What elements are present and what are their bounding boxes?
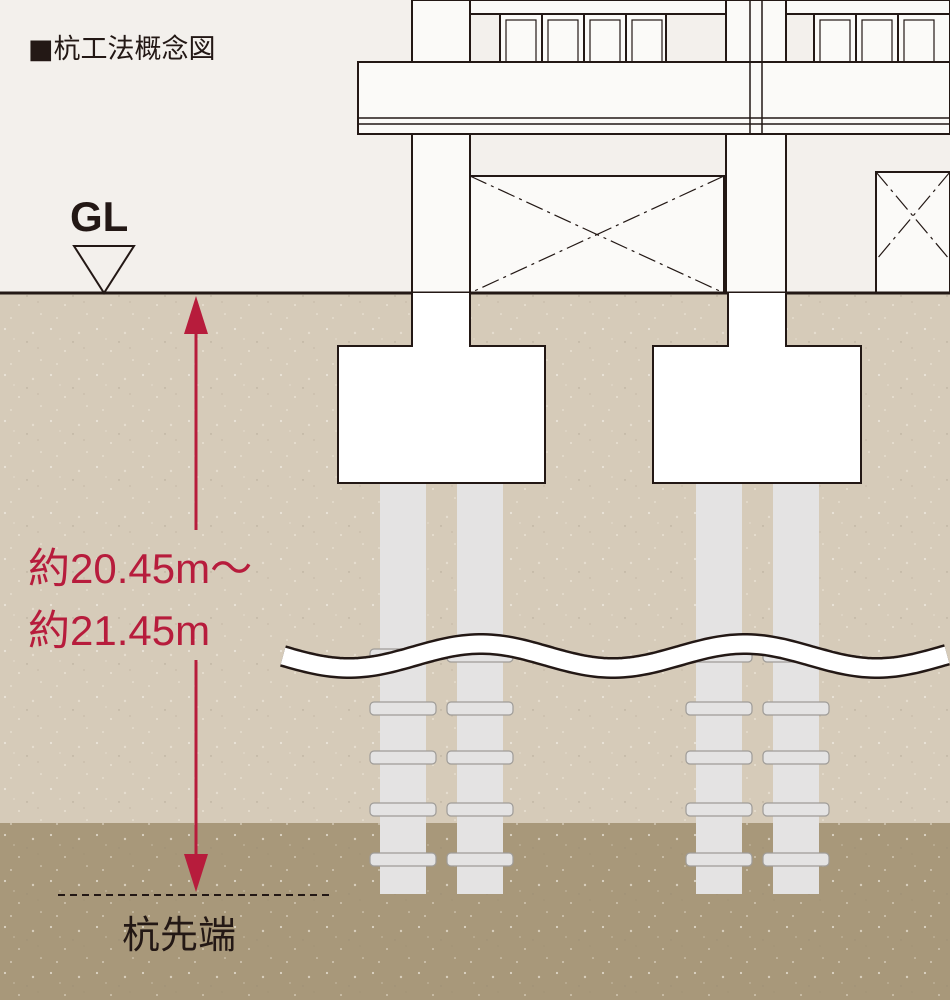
pile-tip-label: 杭先端 xyxy=(122,913,237,957)
footing-right xyxy=(652,293,862,484)
pile-group-right xyxy=(696,484,819,894)
footing-left xyxy=(337,293,546,484)
pile-rib xyxy=(446,750,514,765)
pile-shaft xyxy=(773,484,819,894)
pile-rib xyxy=(446,802,514,817)
pile-rib xyxy=(446,852,514,867)
upper-window xyxy=(813,13,950,63)
pile-rib xyxy=(762,852,830,867)
upper-window xyxy=(499,13,667,63)
pile-shaft xyxy=(380,484,426,894)
piles xyxy=(369,484,830,894)
pile-rib xyxy=(685,750,753,765)
pile-rib xyxy=(762,802,830,817)
pile-shaft xyxy=(696,484,742,894)
diagram-title: ■杭工法概念図 xyxy=(28,34,216,65)
building-structure xyxy=(357,0,950,294)
pile-group-left xyxy=(380,484,503,894)
pile-rib xyxy=(369,701,437,716)
pile-ribs xyxy=(369,648,830,867)
inverted-triangle-icon xyxy=(72,245,136,295)
pile-shaft xyxy=(457,484,503,894)
pile-rib xyxy=(762,701,830,716)
pile-depth-label: 約20.45m〜 約21.45m xyxy=(28,538,252,662)
break-line xyxy=(280,633,950,679)
bracing-lines xyxy=(469,171,950,294)
pile-rib xyxy=(369,852,437,867)
pile-rib xyxy=(685,802,753,817)
pile-rib xyxy=(685,852,753,867)
pile-depth-line-2: 約21.45m xyxy=(28,607,211,654)
foundation-footings xyxy=(337,293,862,484)
pile-rib xyxy=(762,750,830,765)
pile-rib xyxy=(369,750,437,765)
pile-rib xyxy=(369,802,437,817)
pile-depth-line-1: 約20.45m〜 xyxy=(28,545,253,592)
pile-rib xyxy=(685,701,753,716)
ground-level-label: GL xyxy=(70,193,129,240)
double-arrow-icon xyxy=(184,296,208,892)
pile-rib xyxy=(446,701,514,716)
